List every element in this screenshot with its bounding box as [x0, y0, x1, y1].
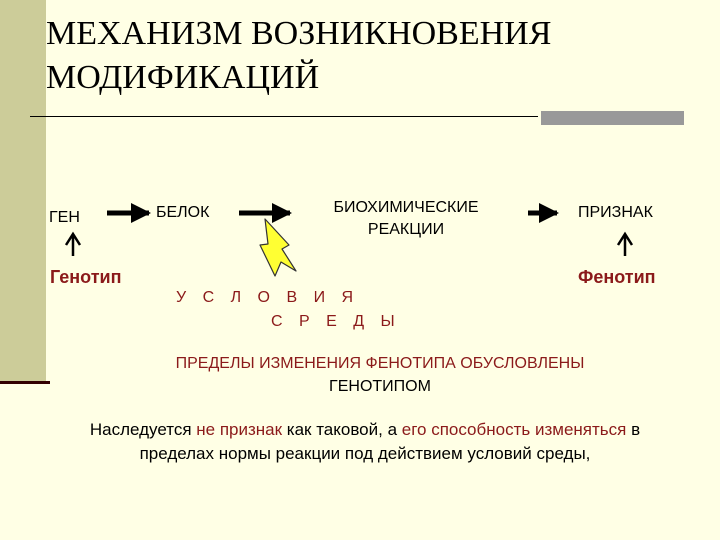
- genotype-label: Генотип: [50, 267, 122, 287]
- title-rule-block: [541, 111, 684, 125]
- node-gene: ГЕН: [49, 209, 80, 226]
- node-protein: БЕЛОК: [156, 204, 210, 221]
- phenotype-label: Фенотип: [578, 267, 656, 287]
- inheritance-part-5: в пределах нормы реакции под действием у…: [139, 420, 641, 463]
- limits-line-2: ГЕНОТИПОМ: [329, 378, 431, 395]
- node-biochem: БИОХИМИЧЕСКИЕ РЕАКЦИИ: [333, 199, 479, 238]
- inheritance-part-4: его способность изменяться: [401, 420, 627, 439]
- inheritance-part-3: как таковой, а: [282, 420, 402, 439]
- slide-title: МЕХАНИЗМ ВОЗНИКНОВЕНИЯ МОДИФИКАЦИЙ: [46, 15, 552, 96]
- node-trait: ПРИЗНАК: [578, 204, 653, 221]
- inheritance-part-1: Наследуется: [89, 420, 197, 439]
- sidebar-bar: [0, 0, 46, 383]
- inheritance-text: Наследуется не признак как таковой, а ег…: [55, 418, 675, 466]
- sidebar-foot-line: [0, 381, 50, 384]
- limits-line-1: ПРЕДЕЛЫ ИЗМЕНЕНИЯ ФЕНОТИПА ОБУСЛОВЛЕНЫ: [175, 355, 585, 372]
- conditions-label-1: У С Л О В И Я: [176, 289, 360, 306]
- conditions-label-2: С Р Е Д Ы: [271, 313, 401, 330]
- lightning-bolt-icon: [259, 218, 297, 277]
- arrow-genotype-gene: [64, 231, 82, 256]
- inheritance-part-2: не признак: [196, 420, 283, 439]
- title-rule: [30, 116, 538, 117]
- arrow-phenotype-trait: [616, 231, 634, 256]
